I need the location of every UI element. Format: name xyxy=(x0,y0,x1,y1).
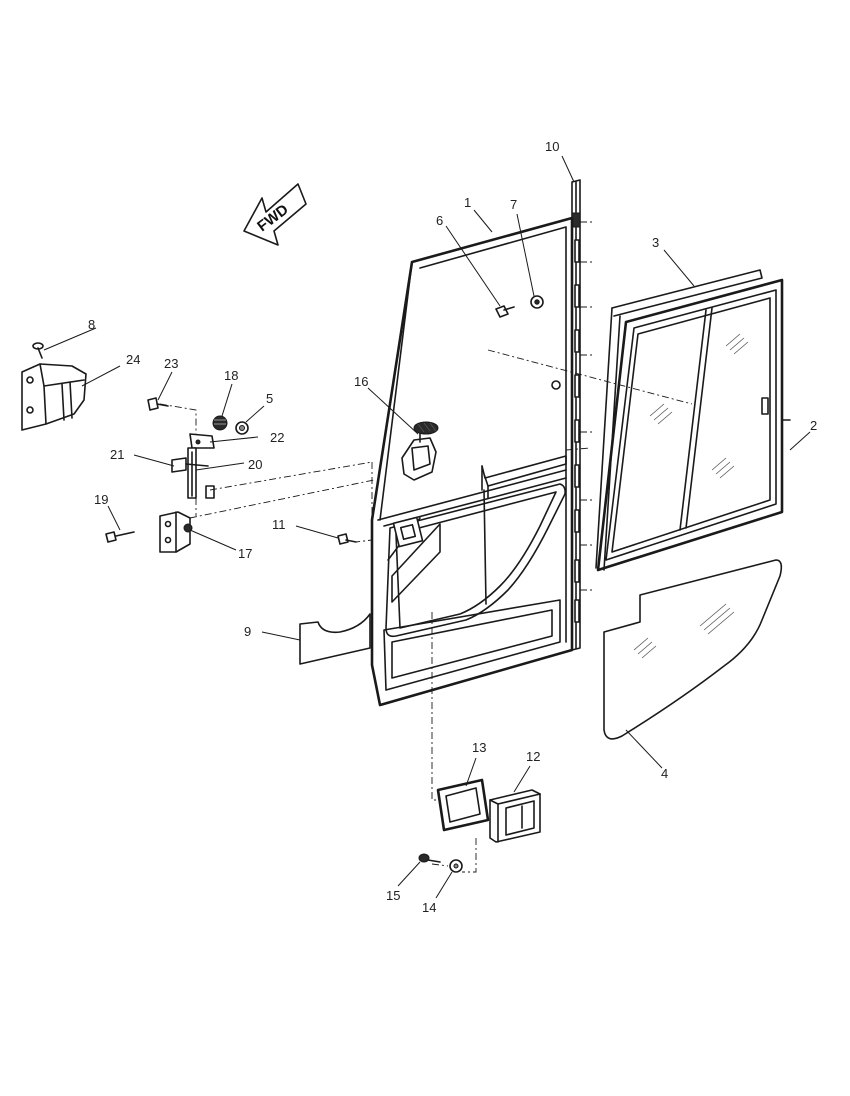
label-11: 11 xyxy=(272,517,286,532)
screw-11 xyxy=(337,533,357,545)
label-24: 24 xyxy=(126,352,140,367)
label-4: 4 xyxy=(661,766,668,781)
door-frame xyxy=(370,216,574,707)
callout-labels: 10 1 6 7 3 2 8 24 23 18 16 5 22 21 20 19… xyxy=(88,139,817,915)
fwd-arrow: FWD xyxy=(243,183,307,246)
nut-5 xyxy=(235,421,249,435)
label-10: 10 xyxy=(545,139,559,154)
label-12: 12 xyxy=(526,749,540,764)
trim-piece xyxy=(299,613,371,665)
label-20: 20 xyxy=(248,457,262,472)
label-19: 19 xyxy=(94,492,108,507)
label-14: 14 xyxy=(422,900,436,915)
label-15: 15 xyxy=(386,888,400,903)
leader-lines xyxy=(43,155,811,899)
label-8: 8 xyxy=(88,317,95,332)
lower-glass xyxy=(603,559,783,740)
label-9: 9 xyxy=(244,624,251,639)
label-21: 21 xyxy=(110,447,124,462)
label-13: 13 xyxy=(472,740,486,755)
screw-15 xyxy=(418,853,441,863)
label-23: 23 xyxy=(164,356,178,371)
label-22: 22 xyxy=(270,430,284,445)
handle-gasket xyxy=(436,778,490,832)
hinge-block xyxy=(159,511,193,553)
bolt-23 xyxy=(147,397,169,411)
washer-7 xyxy=(530,295,544,309)
hinge-post xyxy=(571,179,592,651)
label-1: 1 xyxy=(464,195,471,210)
sliding-window xyxy=(596,278,791,572)
label-18: 18 xyxy=(224,368,238,383)
label-16: 16 xyxy=(354,374,368,389)
hinge-assembly xyxy=(171,433,215,499)
spring-18 xyxy=(212,415,228,431)
screw-6 xyxy=(495,305,515,318)
label-7: 7 xyxy=(510,197,517,212)
label-6: 6 xyxy=(436,213,443,228)
assembly-lines xyxy=(159,349,693,873)
screw-8 xyxy=(32,342,44,359)
washer-14 xyxy=(449,859,463,873)
label-3: 3 xyxy=(652,235,659,250)
label-5: 5 xyxy=(266,391,273,406)
bolt-19 xyxy=(105,531,135,543)
label-2: 2 xyxy=(810,418,817,433)
door-handle xyxy=(489,789,541,843)
mount-bracket xyxy=(21,363,87,431)
latch-assembly xyxy=(401,421,439,481)
label-17: 17 xyxy=(238,546,252,561)
